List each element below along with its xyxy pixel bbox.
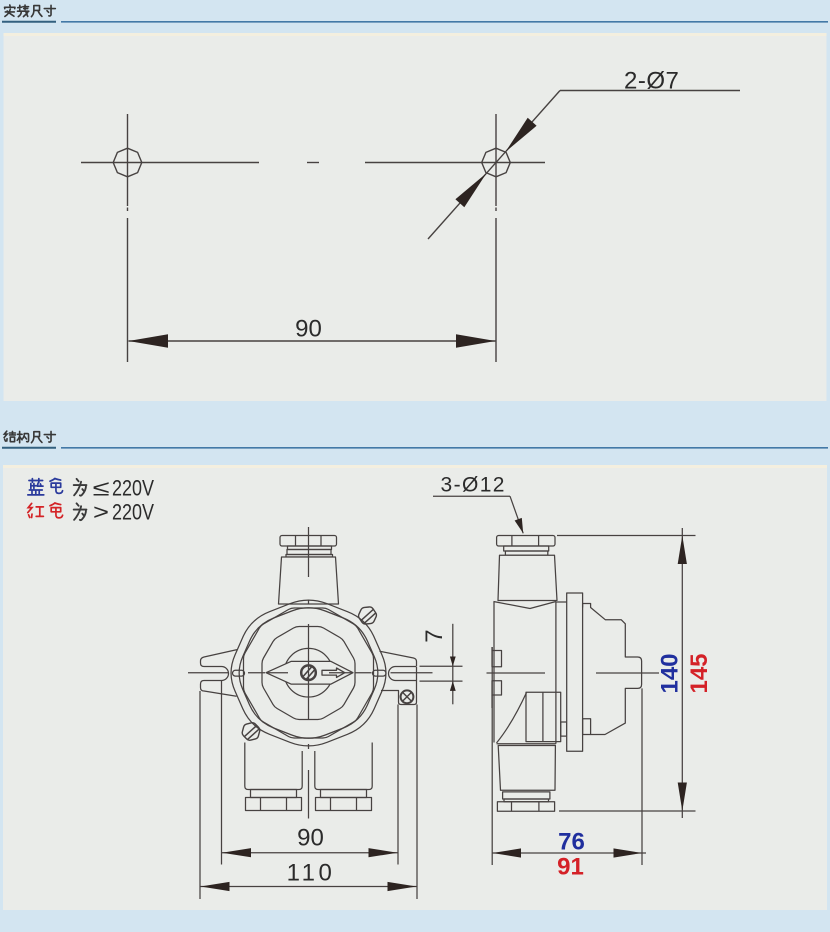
svg-text:220V: 220V <box>112 500 154 525</box>
svg-text:140: 140 <box>657 653 684 693</box>
svg-text:7: 7 <box>421 629 448 642</box>
svg-text:76: 76 <box>558 829 585 856</box>
svg-text:90: 90 <box>295 316 322 343</box>
svg-text:220V: 220V <box>112 476 154 501</box>
svg-text:90: 90 <box>297 825 324 852</box>
svg-text:≤: ≤ <box>93 476 110 501</box>
svg-text:145: 145 <box>686 653 713 693</box>
svg-text:91: 91 <box>557 854 584 881</box>
svg-text:>: > <box>93 500 109 525</box>
svg-text:110: 110 <box>287 860 336 887</box>
svg-text:2-Ø7: 2-Ø7 <box>624 68 679 95</box>
svg-text:3-Ø12: 3-Ø12 <box>441 474 506 497</box>
